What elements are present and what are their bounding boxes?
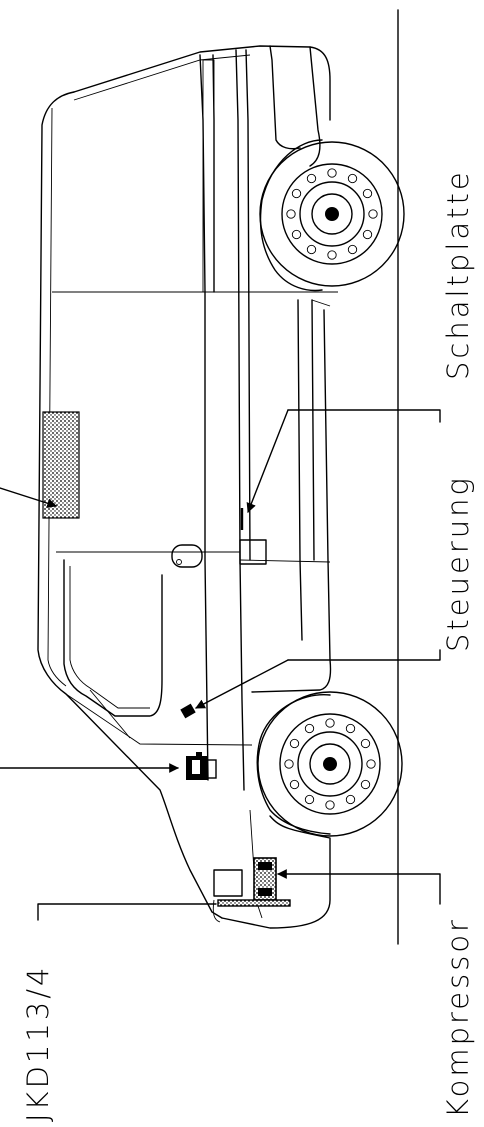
wheel-bolt: [325, 800, 335, 810]
van-side-outline: [37, 45, 338, 929]
wheel-bolt: [325, 718, 335, 728]
jkd-marker: [37, 899, 291, 921]
wheel-bolt: [291, 229, 302, 240]
svg-text:Steuerung: Steuerung: [441, 475, 475, 652]
wheel-bolt: [327, 168, 337, 178]
wheel-rear: [259, 141, 405, 287]
wheel-bolt: [345, 794, 356, 805]
wheel-bolt: [306, 244, 317, 255]
wheel-bolt: [304, 794, 315, 805]
wheel-bolt: [347, 244, 358, 255]
svg-text:Kompressor: Kompressor: [441, 917, 475, 1118]
svg-text:Schaltplatte: Schaltplatte: [441, 169, 475, 380]
label-schaltplatte: Schaltplatte: [441, 169, 475, 380]
label-jkd: JKD113/4: [21, 965, 55, 1122]
wheel-bolt: [289, 738, 300, 749]
wheel-bolt: [362, 188, 373, 199]
wheel-bolt: [360, 779, 371, 790]
wheel-bolt: [304, 723, 315, 734]
svg-text:JKD113/4: JKD113/4: [21, 965, 55, 1122]
wheel-bolt: [362, 229, 373, 240]
compressor-unit: [253, 857, 441, 905]
wheel-bolt: [289, 779, 300, 790]
switch-plate-marker: [240, 409, 441, 530]
wheel-bolt: [347, 173, 358, 184]
wheel-bolt: [291, 188, 302, 199]
wheel-bolt: [366, 759, 376, 769]
wheel-bolt: [286, 209, 296, 219]
wheel-bolt: [345, 723, 356, 734]
wheel-bolt: [284, 759, 294, 769]
wheel-bolt: [368, 209, 378, 219]
label-kompressor: Kompressor: [441, 917, 475, 1118]
label-steuerung: Steuerung: [441, 475, 475, 652]
wheel-bolt: [360, 738, 371, 749]
wheel-bolt: [327, 250, 337, 260]
hatch-panel: [0, 411, 80, 519]
control-module: [180, 649, 441, 719]
compressor-unit-left: [0, 752, 217, 780]
wheel-bolt: [306, 173, 317, 184]
wheel-front: [257, 691, 403, 837]
